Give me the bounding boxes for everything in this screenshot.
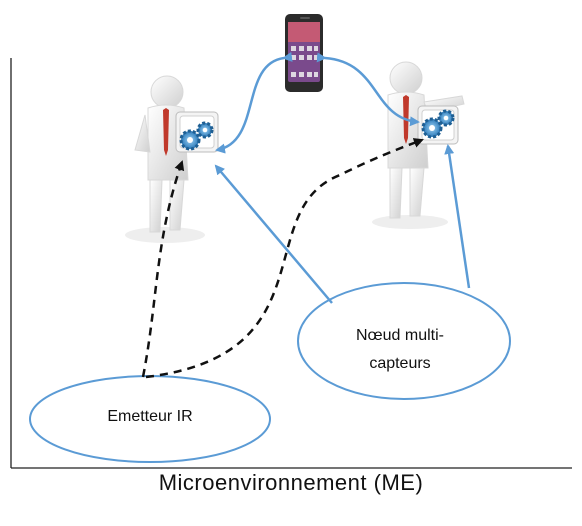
axis-frame: [10, 58, 572, 469]
node-ellipse: [297, 282, 511, 400]
smartphone-icon: [285, 14, 323, 92]
node-label-line1: Nœud multi-: [355, 327, 444, 344]
gear-icon: [421, 109, 455, 139]
ir-link-right: [145, 138, 424, 379]
emitter-label: Emetteur IR: [107, 408, 193, 425]
node-arrow-right: [444, 144, 471, 289]
figure-caption: Microenvironnement (ME): [158, 470, 424, 495]
node-label: Nœud multi- capteurs: [325, 322, 475, 378]
link-phone-left-node: [215, 51, 293, 154]
node-arrow-left: [214, 164, 333, 304]
gear-icon: [179, 121, 214, 151]
person-with-device-icon: [125, 75, 219, 243]
person-with-device-icon: [372, 61, 465, 229]
ir-link-left: [141, 160, 185, 378]
node-label-line2: capteurs: [369, 355, 431, 372]
link-phone-right-node: [316, 52, 420, 127]
